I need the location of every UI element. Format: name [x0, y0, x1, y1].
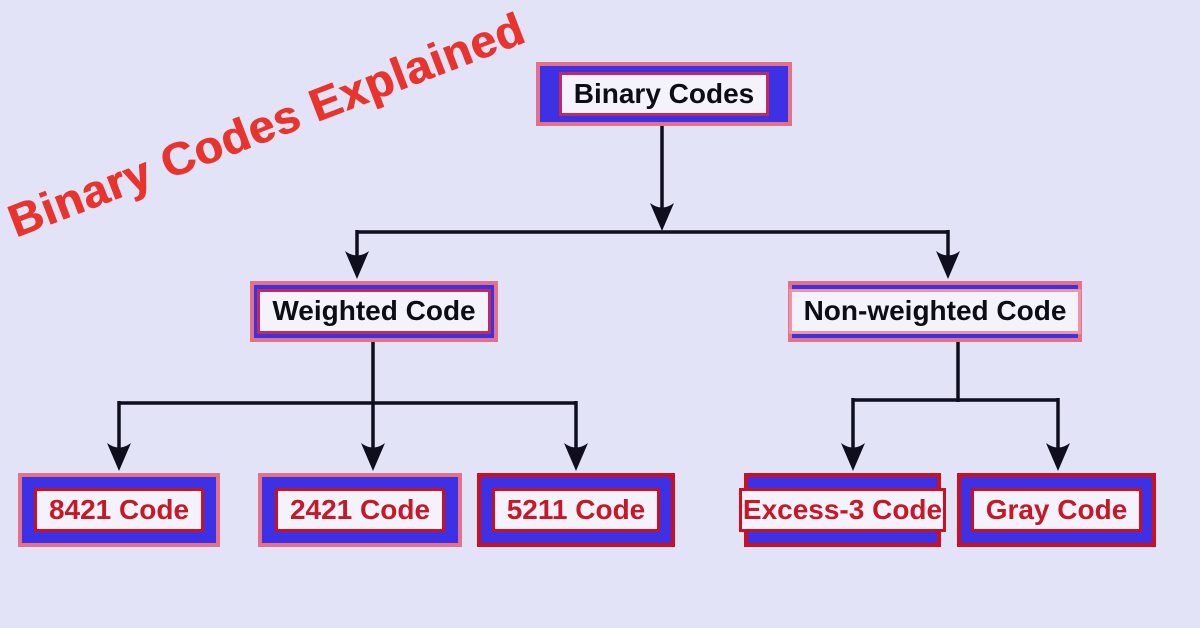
arrowhead-down-icon	[936, 251, 960, 279]
arrowhead-down-icon	[107, 443, 131, 471]
node-label-non-weighted-code: Non-weighted Code	[788, 289, 1082, 334]
node-gray-code: Gray Code	[957, 473, 1156, 547]
node-label-code-8421: 8421 Code	[33, 487, 205, 533]
arrowhead-down-icon	[1046, 443, 1070, 471]
node-label-code-5211: 5211 Code	[491, 487, 661, 533]
node-code-2421: 2421 Code	[258, 473, 462, 547]
node-label-gray-code: Gray Code	[970, 487, 1143, 533]
node-binary-codes: Binary Codes	[536, 62, 792, 126]
node-non-weighted-code: Non-weighted Code	[788, 281, 1082, 342]
arrowhead-down-icon	[361, 443, 385, 471]
arrowhead-down-icon	[345, 251, 369, 279]
node-code-5211: 5211 Code	[477, 473, 675, 547]
node-label-code-2421: 2421 Code	[274, 487, 446, 533]
node-label-weighted-code: Weighted Code	[257, 289, 491, 334]
node-label-excess-3-code: Excess-3 Code	[738, 487, 947, 533]
arrowhead-down-icon	[650, 203, 674, 231]
node-weighted-code: Weighted Code	[250, 281, 498, 342]
arrowhead-down-icon	[841, 443, 865, 471]
node-excess-3-code: Excess-3 Code	[738, 473, 947, 547]
arrowhead-down-icon	[564, 443, 588, 471]
node-label-binary-codes: Binary Codes	[558, 71, 770, 117]
node-code-8421: 8421 Code	[18, 473, 220, 547]
